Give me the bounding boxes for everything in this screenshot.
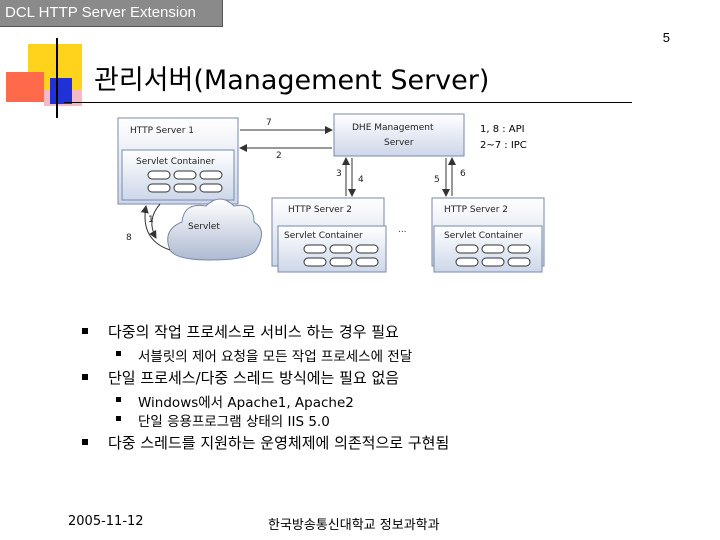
arrow-label-6: 6 [460,169,466,179]
servlet-slot [329,257,353,267]
http-server-1-label: HTTP Server 1 [130,126,194,136]
bullet-marker [82,439,88,445]
servlet-slot [481,244,505,254]
legend-api: 1, 8 : API [480,124,525,135]
bullet-2-sub-1-text: Windows에서 Apache1, Apache2 [138,395,354,411]
dhe-management-server-box: DHE Management Server [333,113,465,157]
bullet-2-sub-1: Windows에서 Apache1, Apache2 [116,391,354,411]
http-server-1-box: HTTP Server 1 Servlet Container [117,117,239,205]
servlet-slot [355,244,379,254]
bullet-3-text: 다중 스레드를 지원하는 운영체제에 의존적으로 구현됨 [108,434,450,452]
servlet-slot [173,170,197,180]
servlet-container-2a-label: Servlet Container [284,231,363,241]
bullet-marker [82,374,88,380]
arrow-1 [149,203,161,239]
bullet-2-sub-2: 단일 응용프로그램 상태의 IIS 5.0 [116,410,330,430]
servlet-slot [455,244,479,254]
servlet-container-2b-label: Servlet Container [444,231,523,241]
title-divider [64,102,632,103]
bullet-2-sub-2-text: 단일 응용프로그램 상태의 IIS 5.0 [138,414,330,430]
servlet-cloud: Servlet [167,198,262,261]
arrow-label-5: 5 [434,175,440,185]
servlet-slot [303,244,327,254]
servlet-slot [173,183,197,193]
servlet-slot [329,244,353,254]
dhe-label-line2: Server [384,138,414,148]
header-tab: DCL HTTP Server Extension [0,0,223,27]
http-server-2a-box: HTTP Server 2 Servlet Container [271,197,387,273]
servlet-slot [147,170,171,180]
bullet-marker [116,416,121,421]
servlet-slot [199,183,223,193]
bullet-marker [82,328,88,334]
bullet-2-text: 단일 프로세스/다중 스레드 방식에는 필요 없음 [108,369,400,387]
arrow-8 [140,205,171,251]
servlet-slot [147,183,171,193]
servlet-slot [303,257,327,267]
bullet-1-sub-1: 서블릿의 제어 요청을 모든 작업 프로세스에 전달 [116,345,413,365]
http-server-2a-label: HTTP Server 2 [288,205,352,215]
arrow-label-7: 7 [266,118,272,128]
arrow-label-4: 4 [358,175,364,185]
footer-date: 2005-11-12 [68,514,144,529]
page-title: 관리서버(Management Server) [94,65,490,96]
arrow-label-1: 1 [148,215,154,225]
architecture-diagram: HTTP Server 1 Servlet Container Servlet … [117,113,545,273]
ellipsis: ... [398,225,407,235]
arrow-label-2: 2 [276,151,282,161]
bullet-1-sub-1-text: 서블릿의 제어 요청을 모든 작업 프로세스에 전달 [138,349,413,365]
servlet-slot [507,257,531,267]
http-server-2b-label: HTTP Server 2 [444,205,508,215]
bullet-3: 다중 스레드를 지원하는 운영체제에 의존적으로 구현됨 [82,432,450,453]
servlet-container-1-label: Servlet Container [136,157,215,167]
arrow-label-8: 8 [126,233,132,243]
servlet-slot [507,244,531,254]
bullet-2: 단일 프로세스/다중 스레드 방식에는 필요 없음 [82,367,400,388]
bullet-marker [116,351,121,356]
arrow-label-3: 3 [336,169,342,179]
deco-blue-block [50,78,72,104]
deco-vertical-line [56,38,58,118]
deco-red-block [6,72,44,102]
servlet-slot [355,257,379,267]
footer-org: 한국방송통신대학교 정보과학과 [268,518,440,533]
legend-ipc: 2~7 : IPC [480,140,527,151]
header-tab-label: DCL HTTP Server Extension [5,4,196,21]
servlet-slot [199,170,223,180]
dhe-label-line1: DHE Management [352,123,434,133]
servlet-slot [481,257,505,267]
page-number: 5 [662,30,670,45]
servlet-slot [455,257,479,267]
bullet-1-text: 다중의 작업 프로세스로 서비스 하는 경우 필요 [108,323,399,341]
bullet-marker [116,397,121,402]
http-server-2b-box: HTTP Server 2 Servlet Container [431,197,545,273]
servlet-label: Servlet [188,222,220,232]
bullet-1: 다중의 작업 프로세스로 서비스 하는 경우 필요 [82,321,399,342]
